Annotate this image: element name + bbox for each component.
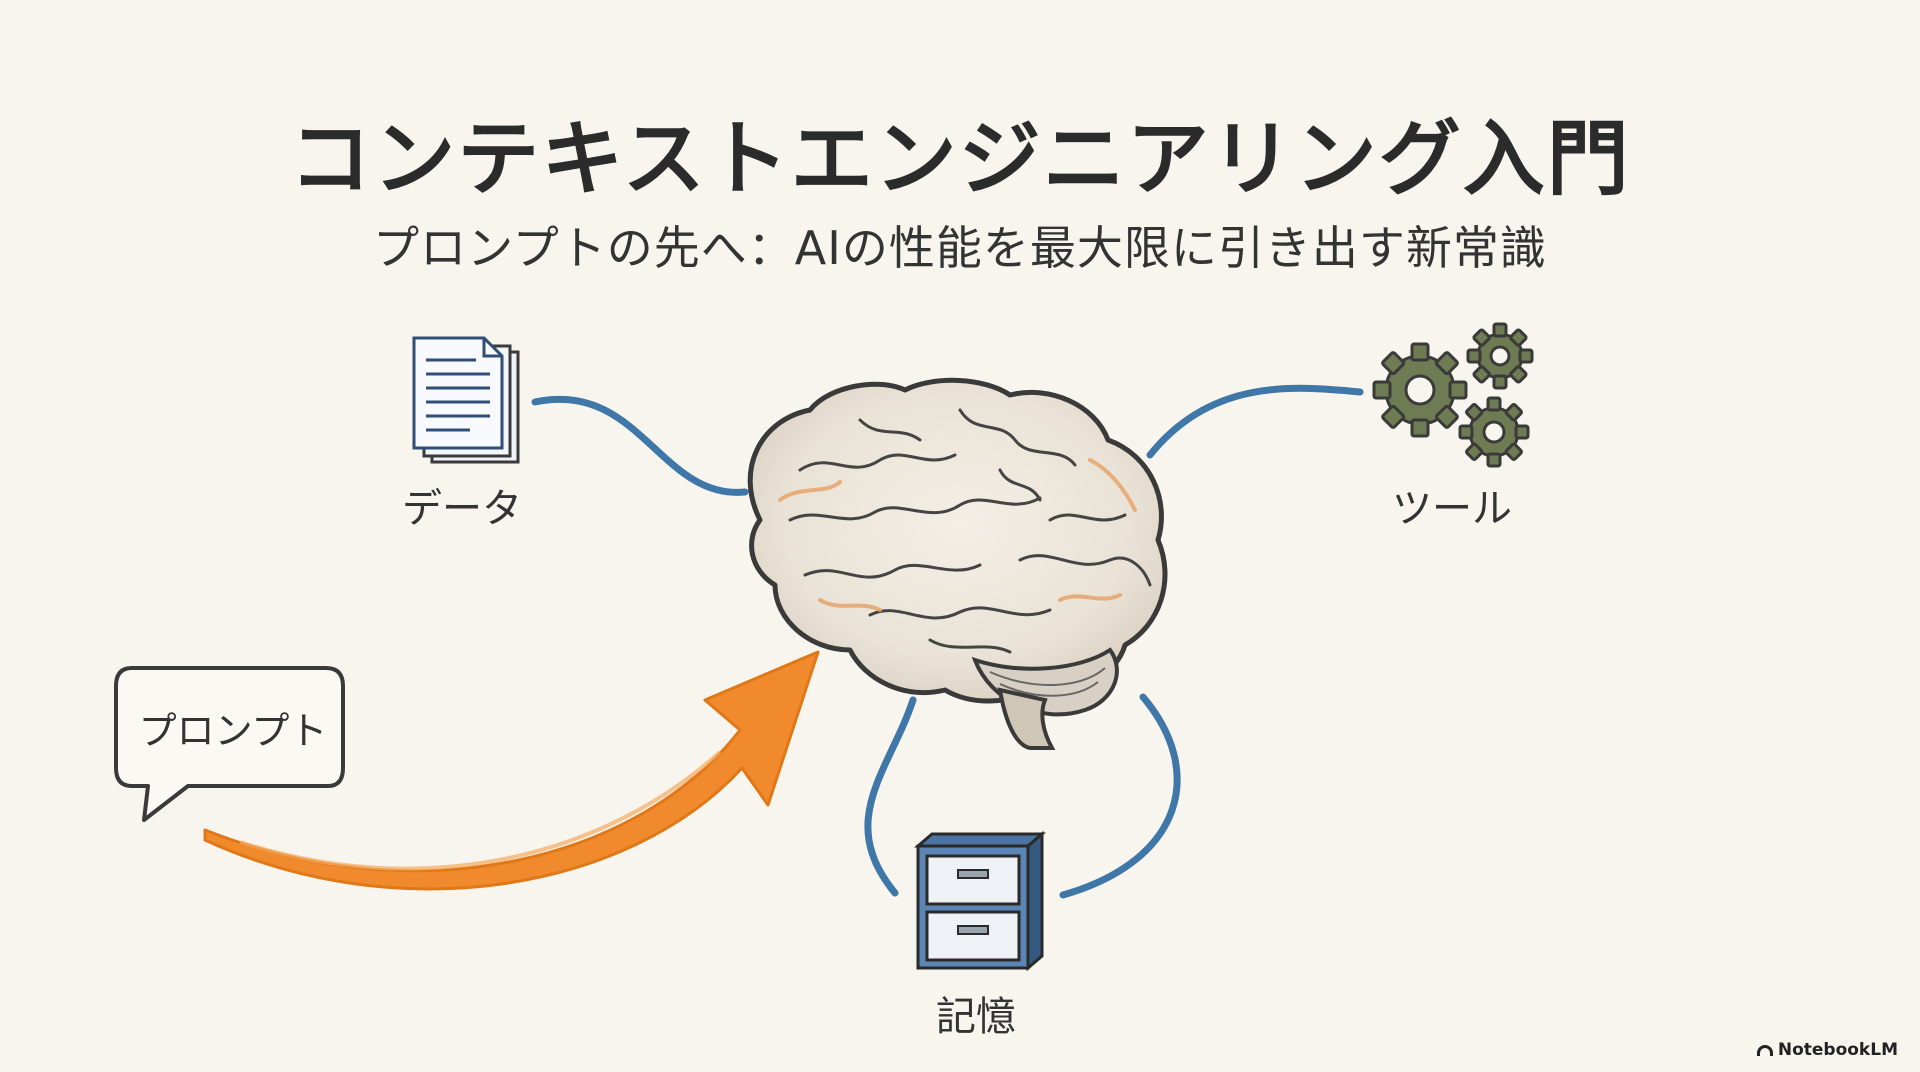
connector-memory-right [1059,693,1181,899]
file-cabinet-icon [913,830,1047,972]
slide-title: コンテキストエンジニアリング入門 [289,112,1631,207]
tools-label: ツール [1392,486,1512,532]
notebooklm-logo-icon [1756,1044,1773,1056]
brain-icon [747,377,1168,750]
prompt-arrow [203,650,820,891]
slide-subtitle: プロンプトの先へ：AIの性能を最大限に引き出す新常識 [373,221,1547,275]
connector-memory-left [864,696,917,897]
prompt-label: プロンプト [138,709,328,753]
connector-data [531,396,749,496]
gears-icon [1372,322,1534,468]
speech-bubble-icon [114,666,345,822]
document-stack-icon [412,336,520,464]
brand-label: NotebookLM [1777,1040,1898,1060]
data-label: データ [402,486,522,532]
connector-tools [1146,384,1364,459]
memory-label: 記憶 [936,994,1016,1040]
notebooklm-watermark: NotebookLM [1756,1040,1898,1060]
